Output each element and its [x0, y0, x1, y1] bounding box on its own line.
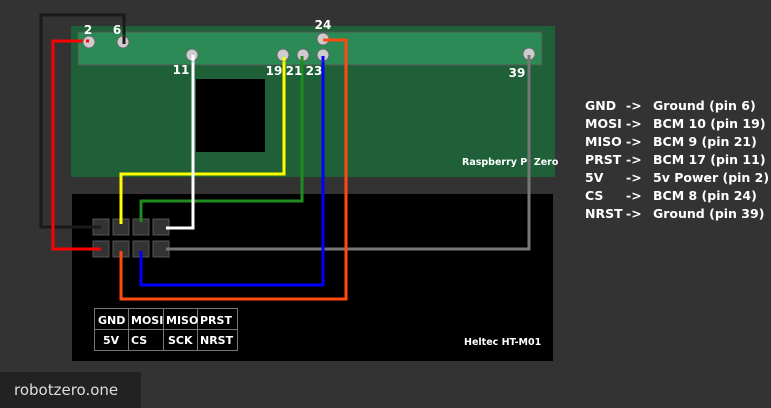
site-watermark: robotzero.one [0, 372, 141, 408]
legend-arrow: -> [626, 116, 642, 131]
wire-miso [139, 57, 304, 222]
legend-signal: MOSI [585, 116, 622, 131]
pin-label-23: 23 [306, 64, 323, 78]
pin-label-19: 19 [266, 64, 283, 78]
pin-label-24: 24 [315, 18, 332, 32]
table-cell: SCK [168, 334, 193, 347]
legend-arrow: -> [626, 188, 642, 203]
legend-target: Ground (pin 6) [653, 98, 756, 113]
wire-nrst [166, 54, 531, 251]
legend-signal: GND [585, 98, 616, 113]
heltec-board-label: Heltec HT-M01 [464, 337, 541, 348]
legend-arrow: -> [626, 152, 642, 167]
legend-signal: MISO [585, 134, 622, 149]
wire-5v [51, 39, 101, 251]
legend-arrow: -> [626, 170, 642, 185]
wire-gnd [39, 13, 126, 229]
legend-arrow: -> [626, 134, 642, 149]
legend-target: BCM 10 (pin 19) [653, 116, 766, 131]
pin-table [94, 308, 238, 351]
legend-target: BCM 17 (pin 11) [653, 152, 766, 167]
pin-label-2: 2 [84, 23, 92, 37]
heltec-pads [92, 218, 170, 258]
pi-board-label: Raspberry Pi Zero [462, 157, 559, 168]
table-cell: 5V [103, 334, 120, 347]
table-cell: GND [98, 314, 125, 327]
pin-label-21: 21 [286, 64, 303, 78]
wire-prst [166, 55, 195, 230]
legend-signal: NRST [585, 206, 623, 221]
legend-target: 5v Power (pin 2) [653, 170, 769, 185]
table-cell: NRST [200, 334, 234, 347]
table-cell: MISO [166, 314, 198, 327]
legend-signal: PRST [585, 152, 622, 167]
wire-sck [139, 56, 325, 287]
heltec-board [72, 194, 553, 361]
connection-legend: GND -> Ground (pin 6) MOSI -> BCM 10 (pi… [585, 98, 769, 221]
legend-target: Ground (pin 39) [653, 206, 764, 221]
pin-label-11: 11 [173, 63, 190, 77]
wire-cs [119, 38, 348, 301]
table-cell: MOSI [131, 314, 163, 327]
legend-arrow: -> [626, 98, 642, 113]
gpio-header-strip [77, 31, 543, 66]
legend-signal: CS [585, 188, 603, 203]
legend-arrow: -> [626, 206, 642, 221]
pin-label-39: 39 [509, 66, 526, 80]
pin-label-6: 6 [113, 23, 121, 37]
table-cell: CS [131, 334, 147, 347]
wire-mosi [119, 57, 286, 224]
cpu-chip [196, 79, 265, 152]
legend-target: BCM 9 (pin 21) [653, 134, 757, 149]
legend-signal: 5V [585, 170, 604, 185]
table-cell: PRST [200, 314, 232, 327]
legend-target: BCM 8 (pin 24) [653, 188, 757, 203]
